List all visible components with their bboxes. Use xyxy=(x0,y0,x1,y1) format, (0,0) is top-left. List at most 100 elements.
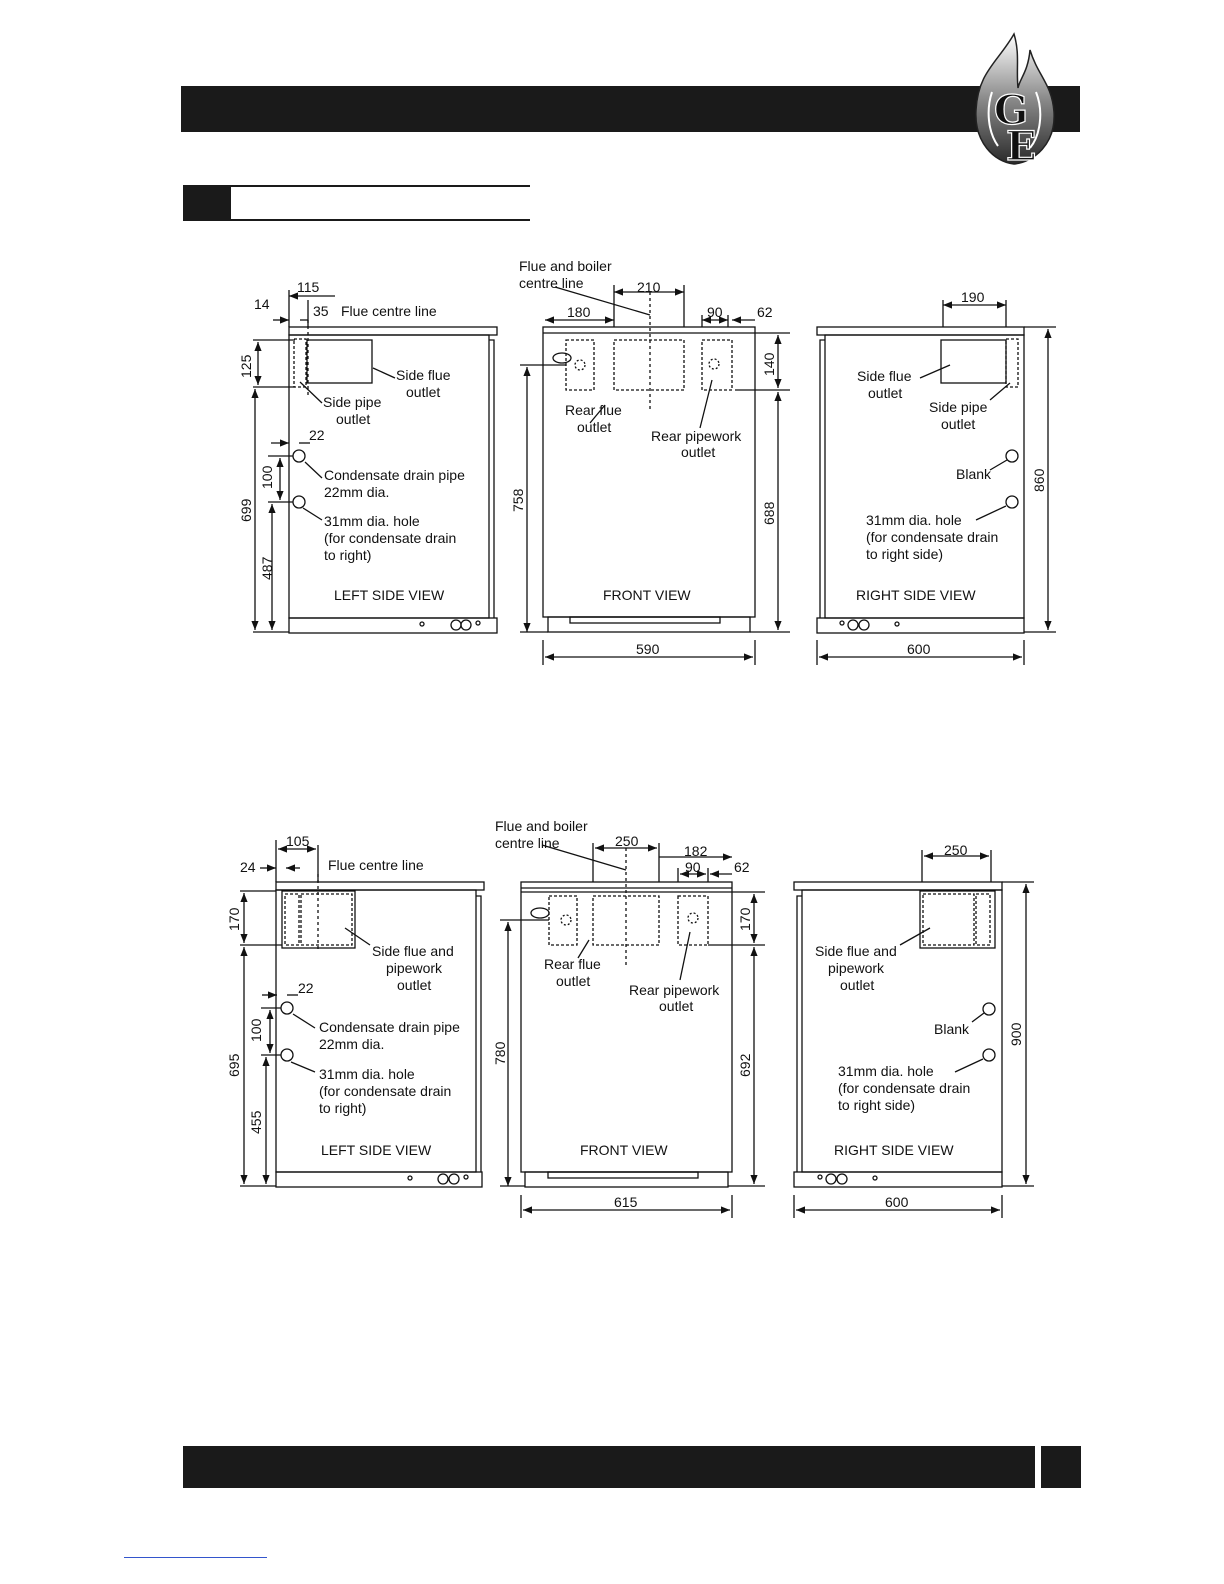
drawing-2 xyxy=(240,840,1034,1218)
d1-front-view-title: FRONT VIEW xyxy=(603,587,691,603)
d2-left-side-view xyxy=(240,840,485,1188)
d1-dim-100: 100 xyxy=(259,465,275,489)
d2-right-side-flue-label-2: pipework xyxy=(828,960,885,976)
d1-left-side-flue-label-2: outlet xyxy=(406,384,440,400)
section-rule-top xyxy=(231,185,530,187)
d2-left-hole-label-2: (for condensate drain xyxy=(319,1083,451,1099)
d1-left-plinth xyxy=(288,617,498,634)
d2-left-side-flue-label-2: pipework xyxy=(386,960,443,976)
d1-left-view-title: LEFT SIDE VIEW xyxy=(334,587,445,603)
d1-front-centre-label-2: centre line xyxy=(519,275,584,291)
d2-flue-centre-line: Flue centre line xyxy=(328,857,424,873)
d2-right-top-panel xyxy=(793,881,1003,891)
d2-dim-105: 105 xyxy=(286,833,310,849)
d2-dim-170-front: 170 xyxy=(737,907,753,931)
d2-right-side-flue-label-3: outlet xyxy=(840,977,874,993)
d1-right-body xyxy=(824,334,1025,619)
d1-left-side-pipe-label-2: outlet xyxy=(336,411,370,427)
d2-right-side-flue-label-1: Side flue and xyxy=(815,943,897,959)
d1-left-side-pipe-outlet xyxy=(293,338,307,388)
d2-dim-780: 780 xyxy=(492,1041,508,1065)
d2-dim-455: 455 xyxy=(248,1110,264,1134)
d2-dim-22: 22 xyxy=(298,980,314,996)
d2-front-centre-label-2: centre line xyxy=(495,835,560,851)
d1-dim-210: 210 xyxy=(637,279,661,295)
footnote-rule xyxy=(124,1557,267,1558)
d1-dim-62-front: 62 xyxy=(757,304,773,320)
d1-front-body xyxy=(542,326,756,618)
d1-right-blank-label: Blank xyxy=(956,466,992,482)
d1-left-hole-label-3: to right) xyxy=(324,547,371,563)
flame-logo-icon: G E xyxy=(975,32,1055,166)
d2-rear-flue-label-2: outlet xyxy=(556,973,590,989)
d2-dim-24: 24 xyxy=(240,859,256,875)
d2-left-top-panel xyxy=(275,881,485,891)
d2-right-body xyxy=(801,889,1003,1173)
d1-right-side-view xyxy=(816,300,1056,665)
d1-right-view-title: RIGHT SIDE VIEW xyxy=(856,587,976,603)
d1-right-hole-label-3: to right side) xyxy=(866,546,943,562)
logo-letter-e: E xyxy=(1006,123,1037,166)
d2-dim-90-front: 90 xyxy=(685,859,701,875)
d2-dim-170-left: 170 xyxy=(226,907,242,931)
d2-dim-250-right: 250 xyxy=(944,842,968,858)
d1-dim-600: 600 xyxy=(907,641,931,657)
d1-labels: 14 115 35 Flue centre line 125 699 487 1… xyxy=(238,258,1047,657)
d1-dim-125: 125 xyxy=(238,354,254,378)
d2-rear-flue-label-1: Rear flue xyxy=(544,956,601,972)
d2-front-oval-port xyxy=(530,907,550,919)
d2-dim-695: 695 xyxy=(226,1053,242,1077)
d1-front-rear-pipework-outlet xyxy=(701,339,733,391)
d1-dim-860: 860 xyxy=(1031,468,1047,492)
d1-left-side-pipe-label-1: Side pipe xyxy=(323,394,382,410)
d1-front-rear-flue-outlet xyxy=(565,339,595,391)
section-number-box xyxy=(183,185,231,221)
d1-left-drain-label-1: Condensate drain pipe xyxy=(324,467,465,483)
d1-dim-90-front: 90 xyxy=(707,304,723,320)
d2-front-body xyxy=(520,881,733,1173)
d1-right-side-pipe-outlet xyxy=(1005,338,1019,388)
d1-dim-688: 688 xyxy=(761,501,777,525)
d2-rear-pipe-label-1: Rear pipework xyxy=(629,982,720,998)
d2-left-condensate-drain xyxy=(280,1001,294,1015)
d2-right-hole-label-2: (for condensate drain xyxy=(838,1080,970,1096)
d2-left-plinth xyxy=(275,1171,483,1188)
d2-dim-615: 615 xyxy=(614,1194,638,1210)
d1-dim-699: 699 xyxy=(238,498,254,522)
d1-left-hole-label-1: 31mm dia. hole xyxy=(324,513,420,529)
d1-left-side-view xyxy=(251,290,498,634)
d2-left-drain-label-1: Condensate drain pipe xyxy=(319,1019,460,1035)
d1-left-hole xyxy=(292,495,306,509)
d1-dim-140: 140 xyxy=(761,352,777,376)
d2-left-side-flue-label-1: Side flue and xyxy=(372,943,454,959)
d1-right-side-pipe-label-2: outlet xyxy=(941,416,975,432)
d1-right-blank xyxy=(1005,449,1019,463)
d2-dim-692: 692 xyxy=(737,1053,753,1077)
header-bar xyxy=(181,86,1080,132)
d2-dim-100: 100 xyxy=(248,1018,264,1042)
d1-left-side-flue-label-1: Side flue xyxy=(396,367,451,383)
d1-right-hole xyxy=(1005,495,1019,509)
d1-left-drain-label-2: 22mm dia. xyxy=(324,484,389,500)
d1-dim-14: 14 xyxy=(254,296,270,312)
d1-front-view xyxy=(520,285,790,665)
d1-dim-590: 590 xyxy=(636,641,660,657)
d2-right-plinth xyxy=(793,1171,1003,1188)
d1-dim-35: 35 xyxy=(313,303,329,319)
d1-right-hole-label-1: 31mm dia. hole xyxy=(866,512,962,528)
section-heading xyxy=(183,185,530,221)
d2-front-rear-pipework-outlet xyxy=(677,895,709,946)
d2-front-rear-flue-outlet xyxy=(548,895,578,946)
d1-right-top-panel xyxy=(816,326,1025,336)
d2-right-hole-label-1: 31mm dia. hole xyxy=(838,1063,934,1079)
d1-dim-487: 487 xyxy=(259,556,275,580)
d1-front-centre-label-1: Flue and boiler xyxy=(519,258,612,274)
d1-dim-180: 180 xyxy=(567,304,591,320)
d2-right-blank xyxy=(982,1002,996,1016)
d2-labels: 105 24 Flue centre line 170 695 455 100 … xyxy=(226,818,1024,1210)
d2-right-blank-label: Blank xyxy=(934,1021,970,1037)
d2-right-hole xyxy=(982,1048,996,1062)
d1-rear-flue-label-1: Rear flue xyxy=(565,402,622,418)
d1-rear-flue-label-2: outlet xyxy=(577,419,611,435)
